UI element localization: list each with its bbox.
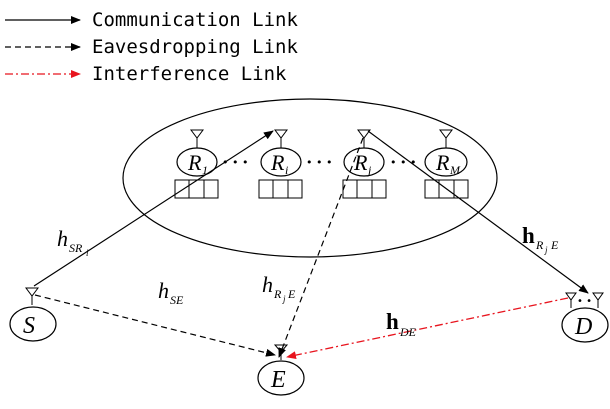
link-d-to-e [286, 297, 569, 360]
relay-node-circle [343, 147, 385, 177]
label-tail: E [550, 238, 559, 252]
label-sub: R [273, 287, 282, 301]
antenna-icon [565, 292, 577, 308]
link-rj-to-e [278, 137, 364, 358]
destination-label: D [574, 314, 592, 340]
label-subsub: i [86, 248, 89, 258]
relay-node-circle [176, 147, 218, 177]
relay-node-m: R M [424, 129, 469, 199]
label-sub: SE [170, 293, 184, 307]
link-s-to-e [34, 294, 276, 357]
relay-dots: • • • [390, 156, 416, 169]
eavesdropper-node: E [257, 344, 305, 396]
label-h-se: h SE [158, 278, 184, 307]
relay-subscript: i [285, 163, 288, 177]
source-node-circle [9, 306, 57, 342]
antenna-icon [190, 129, 204, 148]
legend-interference-label: Interference Link [92, 63, 287, 85]
legend-communication-label: Communication Link [92, 9, 298, 31]
relay-subscript: M [449, 163, 461, 177]
antenna-icon [357, 129, 371, 148]
relay-node-j: R j [342, 129, 387, 199]
relay-buffer [258, 179, 303, 199]
relay-label: R [270, 150, 285, 175]
label-subsub: j [544, 245, 548, 255]
label-main: h [262, 272, 273, 297]
label-bold-h-rje: h R j E [522, 223, 559, 255]
label-main: h [522, 223, 535, 248]
relay-cluster-ellipse [122, 98, 498, 258]
eavesdropper-node-circle [257, 360, 305, 396]
antenna-icon [25, 287, 39, 305]
relay-label: R [435, 150, 450, 175]
relay-dots: • • • [306, 156, 332, 169]
relay-buffer [342, 179, 387, 199]
legend-eavesdropping-label: Eavesdropping Link [92, 36, 298, 58]
relay-buffer [424, 179, 469, 199]
label-bold-h-de: h DE [386, 309, 417, 339]
link-s-to-ri [33, 130, 274, 287]
relay-node-i: R i [258, 129, 303, 199]
relay-label: R [353, 150, 368, 175]
label-tail: E [287, 287, 296, 301]
relay-subscript: j [366, 163, 372, 177]
relay-dots: • • • [222, 156, 248, 169]
label-main: h [57, 226, 68, 251]
relay-node-circle [260, 147, 302, 177]
relay-subscript: 1 [202, 163, 208, 177]
label-sub: SR [69, 241, 83, 255]
link-rj-to-d [367, 130, 589, 294]
label-main: h [386, 309, 399, 334]
legend: Communication Link Eavesdropping Link In… [5, 9, 298, 85]
source-node: S [9, 287, 57, 342]
antenna-dots: • • [577, 296, 592, 307]
antenna-icon [592, 292, 604, 308]
label-subsub: j [282, 294, 286, 304]
source-label: S [23, 313, 35, 339]
label-main: h [158, 278, 169, 303]
relay-node-circle [424, 147, 468, 177]
label-h-sr: h SR i [57, 226, 89, 258]
eavesdropper-label: E [270, 367, 286, 393]
destination-node-circle [561, 307, 609, 343]
label-sub: R [535, 238, 544, 252]
destination-node: • • D [561, 292, 609, 343]
antenna-icon [273, 344, 289, 360]
antenna-icon [274, 129, 288, 148]
label-sub: DE [399, 325, 417, 339]
label-h-rje: h R j E [262, 272, 296, 304]
relay-label: R [187, 150, 202, 175]
relay-buffer [174, 179, 219, 199]
antenna-icon [439, 129, 453, 148]
relay-node-1: R 1 [174, 129, 219, 199]
